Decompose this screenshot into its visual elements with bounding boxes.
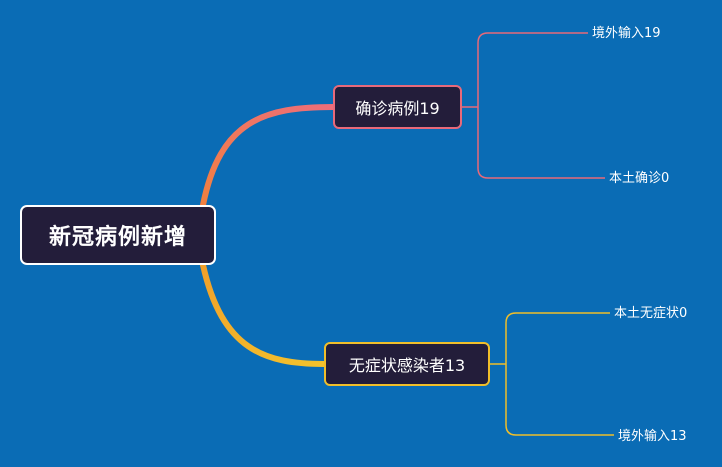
branch-label: 无症状感染者13 [348,356,466,375]
leaf-local-confirmed[interactable]: 本土确诊0 [609,171,670,186]
branch-label: 确诊病例19 [355,99,440,118]
branch-node-confirmed[interactable]: 确诊病例19 [333,85,462,129]
connector-root-to-confirmed [200,104,336,208]
leaf-imported-asymptomatic[interactable]: 境外输入13 [618,429,687,444]
root-node[interactable]: 新冠病例新增 [20,205,216,265]
root-label: 新冠病例新增 [48,225,187,250]
leaf-imported-confirmed[interactable]: 境外输入19 [592,26,661,41]
leaf-local-asymptomatic[interactable]: 本土无症状0 [614,306,688,321]
connector-confirmed-to-leaves [462,32,605,179]
connector-root-to-asymptomatic [200,262,327,367]
connector-asymptomatic-to-leaves [490,312,614,436]
branch-node-asymptomatic[interactable]: 无症状感染者13 [324,342,490,386]
